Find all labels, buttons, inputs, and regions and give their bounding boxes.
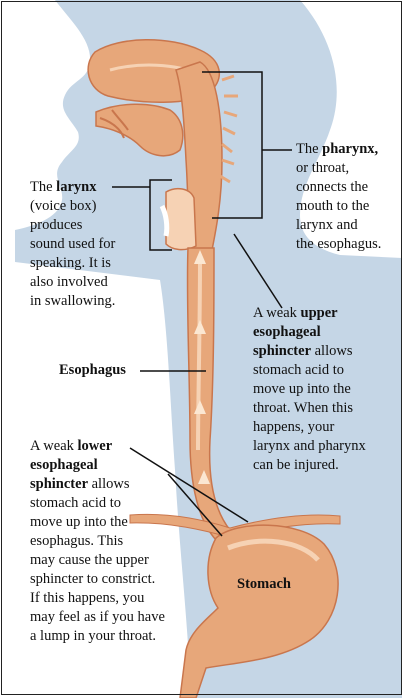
esophagus-highlight [198,258,200,450]
larynx-label: The larynx (voice box) produces sound us… [30,178,150,311]
esophagus-label: Esophagus [59,362,126,379]
lower-sphincter-label: A weak lower esophageal sphincter allows… [30,437,200,646]
pharynx-label: The pharynx, or throat, connects the mou… [296,140,404,254]
stomach-label: Stomach [237,576,291,593]
upper-sphincter-label: A weak upper esophageal sphincter allows… [253,304,403,475]
larynx-shape [166,189,196,250]
